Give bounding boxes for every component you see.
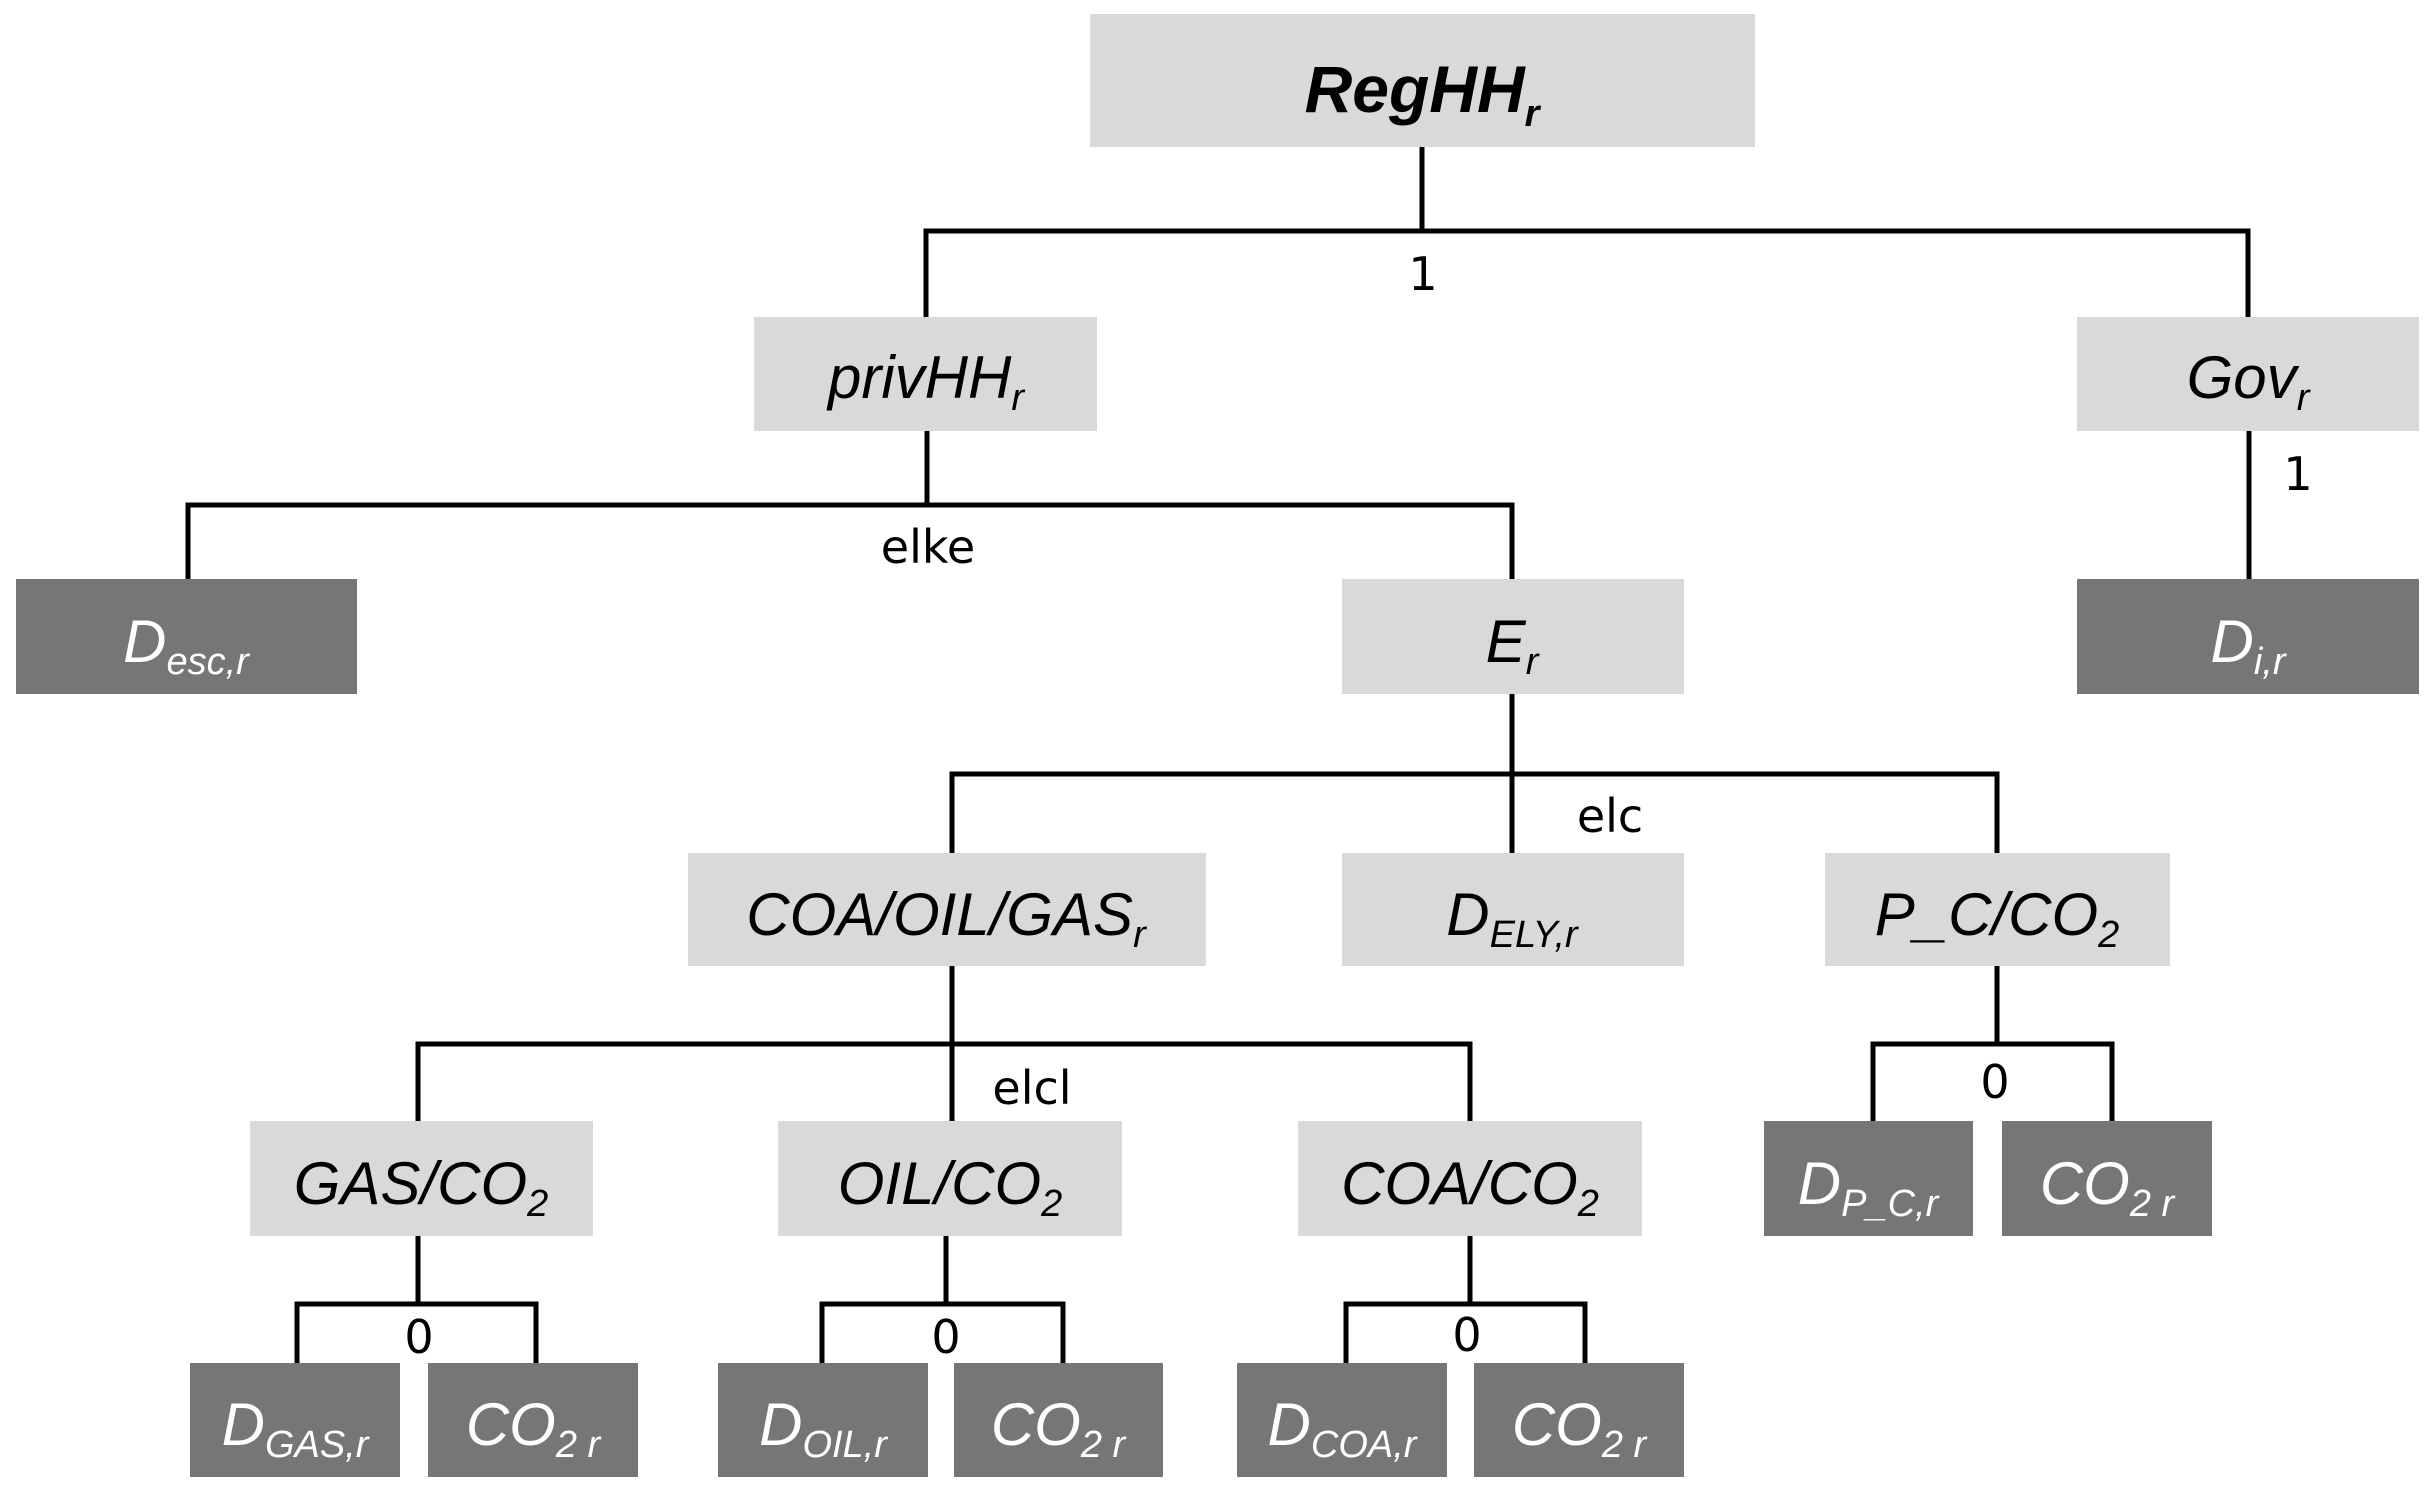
- elasticity-gov: 1: [2283, 447, 2312, 501]
- svg-text:DOIL,r: DOIL,r: [759, 1391, 888, 1466]
- svg-text:CO2 r: CO2 r: [466, 1391, 602, 1466]
- node-oil-co2: OIL/CO2: [778, 1121, 1122, 1236]
- edge-coa: [1343, 1233, 1588, 1366]
- edge-gas: [294, 1233, 539, 1366]
- svg-text:Desc,r: Desc,r: [123, 608, 250, 683]
- svg-text:CO2 r: CO2 r: [2040, 1150, 2176, 1225]
- edge-energy: [949, 691, 2000, 856]
- elasticity-labels: 1 1 elke elc elcl 0 0 0 0: [404, 247, 2312, 1364]
- svg-text:P_C/CO2: P_C/CO2: [1875, 881, 2120, 956]
- node-co2-pc: CO2 r: [2002, 1121, 2212, 1236]
- svg-text:GAS/CO2: GAS/CO2: [294, 1150, 549, 1225]
- edge-reghh: [923, 144, 2251, 320]
- elasticity-fossil: elcl: [992, 1061, 1071, 1115]
- svg-text:CO2 r: CO2 r: [1512, 1391, 1648, 1466]
- svg-text:CO2 r: CO2 r: [991, 1391, 1127, 1466]
- node-pc-co2: P_C/CO2: [1825, 853, 2170, 966]
- edge-fossil: [415, 963, 1473, 1124]
- node-reghh: RegHHr: [1090, 14, 1755, 147]
- elasticity-pc: 0: [1980, 1055, 2009, 1109]
- node-fossil: COA/OIL/GASr: [688, 853, 1206, 966]
- node-dely: DELY,r: [1342, 853, 1684, 966]
- svg-text:Govr: Govr: [2187, 344, 2311, 419]
- svg-text:COA/OIL/GASr: COA/OIL/GASr: [746, 881, 1147, 956]
- svg-text:DELY,r: DELY,r: [1446, 881, 1579, 956]
- svg-text:DP_C,r: DP_C,r: [1798, 1150, 1940, 1225]
- elasticity-oil: 0: [931, 1310, 960, 1364]
- tree-edges: [185, 144, 2252, 1366]
- elasticity-top: 1: [1408, 247, 1437, 301]
- node-co2-oil: CO2 r: [954, 1363, 1163, 1477]
- edge-oil: [819, 1233, 1066, 1366]
- node-energy: Er: [1342, 579, 1684, 694]
- node-dgas: DGAS,r: [190, 1363, 400, 1477]
- elasticity-coa: 0: [1452, 1308, 1481, 1362]
- svg-text:OIL/CO2: OIL/CO2: [838, 1150, 1063, 1225]
- node-coa-co2: COA/CO2: [1298, 1121, 1642, 1236]
- edge-privhh: [185, 428, 1515, 582]
- edge-pc: [1870, 963, 2115, 1124]
- node-gov: Govr: [2077, 317, 2419, 431]
- svg-text:Di,r: Di,r: [2211, 608, 2287, 683]
- svg-text:COA/CO2: COA/CO2: [1341, 1150, 1599, 1225]
- svg-text:Er: Er: [1486, 608, 1540, 683]
- svg-text:RegHHr: RegHHr: [1305, 52, 1542, 135]
- elasticity-energy: elc: [1577, 789, 1643, 843]
- node-desc: Desc,r: [16, 579, 357, 694]
- node-dpc: DP_C,r: [1764, 1121, 1973, 1236]
- svg-text:DGAS,r: DGAS,r: [222, 1391, 370, 1466]
- node-privhh: privHHr: [754, 317, 1097, 431]
- node-doil: DOIL,r: [718, 1363, 928, 1477]
- node-co2-coa: CO2 r: [1474, 1363, 1684, 1477]
- elasticity-privhh: elke: [881, 520, 975, 574]
- elasticity-gas: 0: [404, 1310, 433, 1364]
- svg-text:privHHr: privHHr: [826, 344, 1025, 419]
- node-di: Di,r: [2077, 579, 2419, 694]
- node-gas-co2: GAS/CO2: [250, 1121, 593, 1236]
- node-dcoa: DCOA,r: [1237, 1363, 1447, 1477]
- node-co2-gas: CO2 r: [428, 1363, 638, 1477]
- svg-text:DCOA,r: DCOA,r: [1268, 1391, 1418, 1466]
